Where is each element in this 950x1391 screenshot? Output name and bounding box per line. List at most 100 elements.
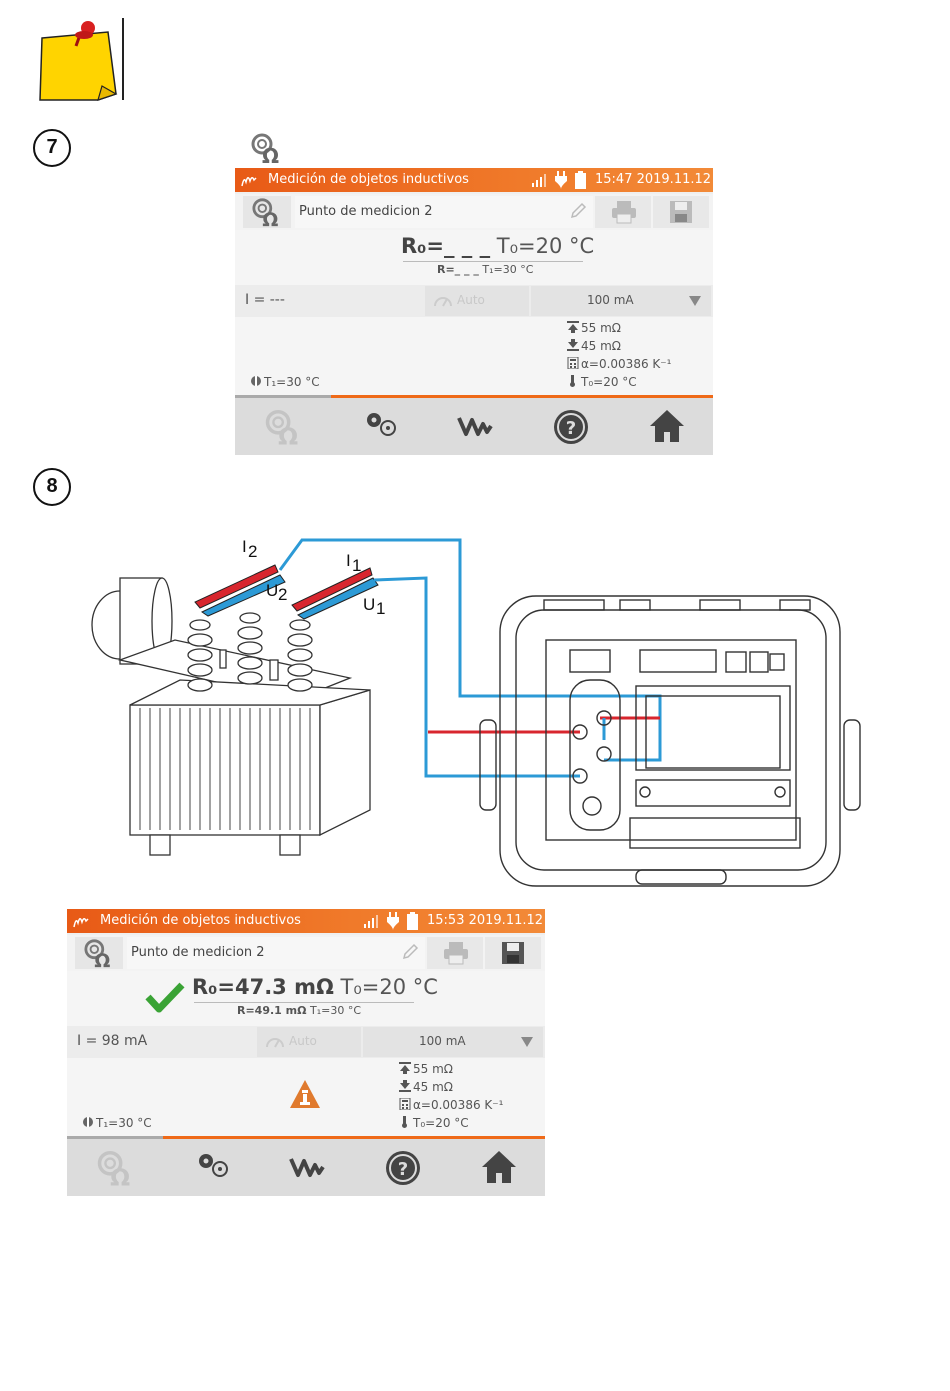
upper-limit-icon [567, 321, 579, 333]
lower-limit-icon [399, 1080, 411, 1092]
printer-icon [612, 201, 636, 224]
measurement-mode-button[interactable]: Ω [75, 937, 123, 969]
battery-icon [407, 912, 418, 930]
param-lower-limit: 45 mΩ [567, 339, 621, 353]
step-7-badge: 7 [33, 129, 71, 167]
battery-icon [575, 171, 586, 189]
save-button[interactable] [485, 937, 541, 969]
range-value: 100 mA [587, 293, 634, 307]
dropdown-arrow-icon [689, 296, 701, 306]
svg-text:Ω: Ω [110, 1164, 130, 1187]
test-leads [278, 538, 662, 778]
measure-mode-button[interactable]: Ω [67, 1139, 162, 1196]
ohm-meter-icon: Ω [97, 1150, 130, 1187]
title-bar: Medición de objetos inductivos 15:47 201… [235, 168, 713, 192]
ambient-temp: T₁=30 °C [250, 375, 320, 389]
label-i1: I [346, 551, 351, 570]
signal-icon [532, 174, 546, 187]
print-button[interactable] [427, 937, 483, 969]
temperature-sensor-icon [251, 376, 261, 386]
result-sub-line: R=_ _ _ T₁=30 °C [437, 263, 533, 276]
clock: 15:53 2019.11.12 [427, 913, 544, 928]
help-icon: ? [386, 1151, 420, 1185]
printer-icon [444, 942, 468, 965]
settings-button[interactable] [163, 1139, 258, 1196]
thermometer-icon [402, 1116, 407, 1128]
param-reference-temp: T₀=20 °C [399, 1116, 469, 1130]
waveform-icon [457, 417, 493, 436]
result-panel: R₀=47.3 mΩ T₀=20 °C R=49.1 mΩ T₁=30 °C [67, 971, 545, 1027]
current-range-select[interactable]: 100 mA [363, 1027, 543, 1057]
svg-text:?: ? [566, 418, 576, 439]
wave-logo-icon [241, 177, 257, 187]
measure-mode-button[interactable]: Ω [235, 398, 330, 455]
param-upper-limit: 55 mΩ [567, 321, 621, 335]
current-value: I = 98 mA [77, 1033, 148, 1049]
upper-limit-icon [399, 1062, 411, 1074]
meter-screen-after: Medición de objetos inductivos 15:53 201… [67, 909, 545, 1196]
pencil-icon[interactable] [569, 202, 587, 220]
step-8-badge: 8 [33, 468, 71, 506]
auto-range-button[interactable]: Auto [425, 286, 529, 316]
param-reference-temp: T₀=20 °C [567, 375, 637, 389]
clock: 15:47 2019.11.12 [595, 172, 712, 187]
svg-text:Ω: Ω [262, 144, 279, 164]
progress-fill [235, 395, 331, 398]
param-alpha: α=0.00386 K⁻¹ [399, 1098, 503, 1112]
measurement-name-field[interactable]: Punto de medicion 2 [295, 196, 593, 228]
reference-temp: T₀=20 °C [340, 975, 438, 999]
ohm-meter-icon: Ω [84, 939, 110, 968]
svg-text:Ω: Ω [278, 423, 298, 446]
current-row: I = 98 mA Auto 100 mA [67, 1026, 545, 1058]
result-panel: R₀=_ _ _ T₀=20 °C R=_ _ _ T₁=30 °C [235, 230, 713, 286]
check-mark-icon [145, 982, 185, 1013]
screen-title: Medición de objetos inductivos [268, 172, 469, 187]
home-icon [482, 1151, 516, 1183]
svg-text:2: 2 [278, 585, 287, 604]
graph-button[interactable] [427, 398, 522, 455]
calculator-icon [567, 357, 579, 369]
help-button[interactable]: ? [523, 398, 618, 455]
auto-range-button[interactable]: Auto [257, 1027, 361, 1057]
result-sub-line: R=49.1 mΩ T₁=30 °C [237, 1004, 361, 1017]
svg-text:Ω: Ω [94, 951, 110, 968]
pinned-note-icon [39, 21, 118, 101]
ambient-temp: T₁=30 °C [82, 1116, 152, 1130]
pencil-icon[interactable] [401, 943, 419, 961]
settings-button[interactable] [331, 398, 426, 455]
title-bar: Medición de objetos inductivos 15:53 201… [67, 909, 545, 933]
bottom-toolbar: Ω ? [67, 1139, 545, 1196]
svg-text:?: ? [398, 1159, 408, 1180]
meter-screen-before: Medición de objetos inductivos 15:47 201… [235, 168, 713, 455]
current-range-select[interactable]: 100 mA [531, 286, 711, 316]
ohm-meter-icon: Ω [265, 409, 298, 446]
result-underline [194, 1002, 414, 1003]
signal-icon [364, 915, 378, 928]
save-button[interactable] [653, 196, 709, 228]
measured-temp: T₁=30 °C [482, 263, 534, 276]
svg-text:Ω: Ω [262, 210, 278, 227]
reference-temp: T₀=20 °C [496, 234, 595, 258]
measurement-mode-button[interactable]: Ω [243, 196, 291, 228]
print-button[interactable] [595, 196, 651, 228]
ohm-meter-icon: Ω [252, 198, 278, 227]
bottom-toolbar: Ω ? [235, 398, 713, 455]
connection-diagram: I 2 U 2 I 1 U 1 [91, 537, 861, 887]
ohm-meter-icon: Ω [251, 133, 279, 164]
graph-button[interactable] [259, 1139, 354, 1196]
svg-text:1: 1 [376, 599, 385, 618]
help-button[interactable]: ? [355, 1139, 450, 1196]
home-button[interactable] [619, 398, 714, 455]
gears-icon [367, 413, 396, 436]
auto-label: Auto [457, 293, 485, 307]
home-button[interactable] [451, 1139, 546, 1196]
auto-label: Auto [289, 1034, 317, 1048]
help-icon: ? [554, 410, 588, 444]
measurement-name-field[interactable]: Punto de medicion 2 [127, 937, 425, 969]
gears-icon [199, 1154, 228, 1177]
wave-logo-icon [73, 918, 89, 928]
progress-bar [67, 1136, 545, 1139]
test-clamps [194, 564, 379, 620]
svg-text:2: 2 [248, 542, 257, 561]
progress-bar [235, 395, 713, 398]
